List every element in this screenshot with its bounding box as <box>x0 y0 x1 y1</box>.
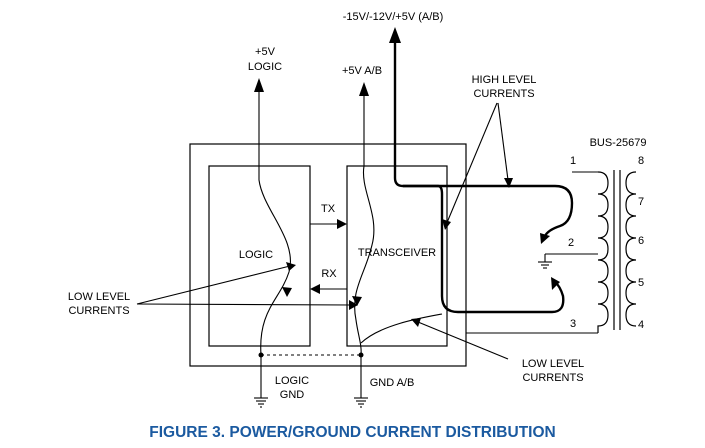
return-arrow-top <box>540 233 550 244</box>
main-supply-path <box>389 27 565 314</box>
logic-supply-arrow <box>254 78 264 92</box>
center-tap-ground-icon <box>538 261 552 269</box>
logic-ground-label-line1: LOGIC <box>275 375 309 387</box>
low-current-right-pointer <box>417 321 509 360</box>
module-outline <box>189 143 467 367</box>
low-current-left-label-line2: CURRENTS <box>68 305 129 317</box>
high-current-pointer-arrow-2 <box>504 178 513 188</box>
figure-caption: FIGURE 3. POWER/GROUND CURRENT DISTRIBUT… <box>149 424 556 441</box>
high-current-pointers <box>445 102 509 226</box>
low-current-left-label-line1: LOW LEVEL <box>68 291 130 303</box>
high-current-loop-top <box>403 184 574 237</box>
primary-pin-3: 3 <box>570 318 576 330</box>
transceiver-supply-label: +5V A/B <box>342 65 382 77</box>
logic-supply-label-line1: +5V <box>255 46 276 58</box>
logic-supply-label-line2: LOGIC <box>248 61 282 73</box>
logic-current-arrow <box>282 287 292 297</box>
logic-ground-symbol <box>254 397 268 408</box>
low-current-right-label-line1: LOW LEVEL <box>522 358 584 370</box>
return-arrow-bottom <box>551 277 560 290</box>
primary-pin-1: 1 <box>570 155 576 167</box>
transceiver-supply-arrow <box>359 82 369 96</box>
secondary-pin-7: 7 <box>638 196 644 208</box>
secondary-pin-6: 6 <box>638 235 644 247</box>
rx-arrow <box>310 284 320 294</box>
bus-ground-symbol <box>354 397 368 408</box>
low-current-left-arrow-1 <box>286 262 296 271</box>
high-current-label-line2: CURRENTS <box>473 88 534 100</box>
transceiver-current-arrow <box>352 296 362 306</box>
bus-ground-node <box>358 352 364 358</box>
high-current-label-line1: HIGH LEVEL <box>472 74 537 86</box>
secondary-pin-8: 8 <box>638 155 644 167</box>
primary-pin-2: 2 <box>568 237 574 249</box>
secondary-pin-4: 4 <box>638 319 644 331</box>
logic-block-label: LOGIC <box>239 249 273 261</box>
bus-ground-label: GND A/B <box>370 377 415 389</box>
secondary-pin-5: 5 <box>638 277 644 289</box>
tx-label: TX <box>321 203 336 215</box>
transceiver-block <box>346 165 448 347</box>
transceiver-block-label: TRANSCEIVER <box>358 247 436 259</box>
low-current-right-label-line2: CURRENTS <box>522 372 583 384</box>
low-current-left-pointers <box>136 265 353 306</box>
logic-ground-label-line2: GND <box>280 389 305 401</box>
primary-winding <box>597 171 609 333</box>
rx-label: RX <box>321 268 337 280</box>
main-supply-label: -15V/-12V/+5V (A/B) <box>343 11 444 23</box>
bus-ground-return-curve <box>360 313 443 344</box>
transformer-name: BUS-25679 <box>590 137 647 149</box>
main-supply-arrow <box>389 27 401 43</box>
secondary-winding <box>625 171 637 327</box>
high-current-pointer-arrow-1 <box>442 219 451 230</box>
transceiver-supply-path <box>354 82 375 356</box>
tx-arrow <box>337 219 347 229</box>
logic-ground-node <box>258 352 264 358</box>
low-current-left-arrow-2 <box>349 300 358 310</box>
logic-supply-path <box>254 78 291 356</box>
